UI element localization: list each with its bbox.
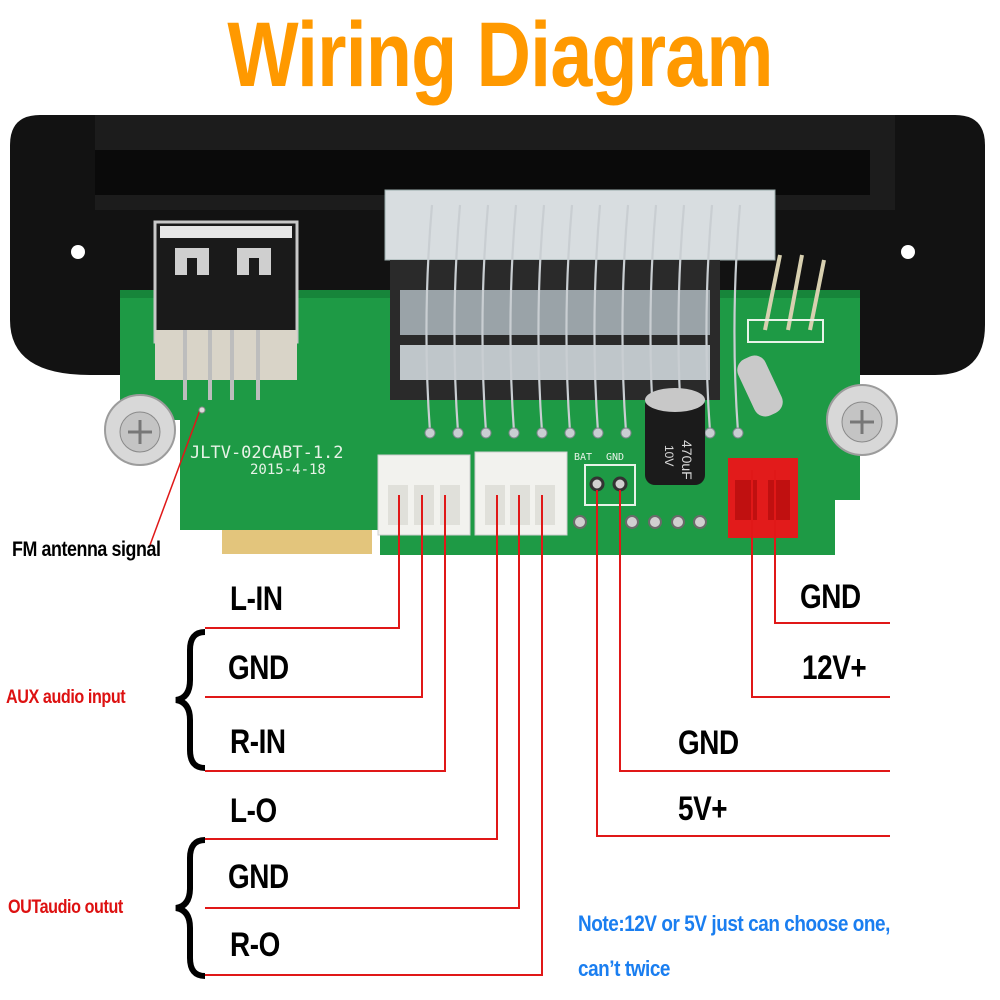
board-model-text: JLTV-02CABT-1.2 <box>190 443 344 463</box>
wire-12v-gnd <box>774 470 890 624</box>
aux-group-label: AUX audio input <box>6 687 126 708</box>
aux-brace <box>175 629 206 771</box>
out-group-label: OUTaudio outut <box>8 897 123 918</box>
diagram-title: Wiring Diagram <box>227 4 773 106</box>
capacitor: 470uF 10V <box>645 388 705 485</box>
wire-r-in <box>205 495 446 772</box>
crystal <box>737 355 783 417</box>
board-date-text: 2015-4-18 <box>250 462 326 478</box>
pin-label-out-gnd: GND <box>228 858 289 896</box>
pin-label-12v-gnd: GND <box>800 578 861 616</box>
wire-r-o <box>205 495 543 976</box>
pin-label-r-o: R-O <box>230 926 280 964</box>
fm-antenna-label: FM antenna signal <box>12 538 161 561</box>
pin-label-l-o: L-O <box>230 792 277 830</box>
wire-l-o <box>205 495 498 840</box>
wires <box>205 470 890 976</box>
power-connector-12v <box>728 458 798 538</box>
screw-left <box>104 394 176 466</box>
note-line-1: Note:12V or 5V just can choose one, <box>578 911 890 936</box>
pad-bat <box>589 476 605 492</box>
wire-aux-gnd <box>205 495 423 698</box>
pin-label-12v: 12V+ <box>802 649 867 687</box>
aux-input-connector <box>377 454 471 536</box>
ir-receiver <box>763 254 826 331</box>
usb-port <box>153 220 299 344</box>
pin-label-aux-gnd: GND <box>228 649 289 687</box>
capacitor-voltage: 10V <box>662 445 676 466</box>
screw-right <box>826 384 898 456</box>
wire-5v <box>596 490 890 837</box>
display-connector <box>384 189 776 261</box>
fm-pointer-line <box>149 409 201 546</box>
wire-12v <box>751 470 890 698</box>
pin-label-5v: 5V+ <box>678 790 728 828</box>
capacitor-value: 470uF <box>679 440 695 480</box>
pin-label-l-in: L-IN <box>230 580 283 618</box>
silk-bat: BAT <box>574 452 592 463</box>
bt-antenna <box>222 528 372 554</box>
out-brace <box>175 837 206 979</box>
wire-5v-gnd <box>619 490 890 772</box>
mount-hole-left <box>71 245 85 259</box>
pad-gnd <box>612 476 628 492</box>
mount-hole-right <box>901 245 915 259</box>
display-leads <box>425 204 742 433</box>
pin-label-5v-gnd: GND <box>678 724 739 762</box>
wire-l-in <box>205 495 400 629</box>
note-line-2: can’t twice <box>578 956 671 981</box>
wire-out-gnd <box>205 495 520 909</box>
silk-gnd: GND <box>606 452 624 463</box>
audio-output-connector <box>474 451 568 536</box>
pin-label-r-in: R-IN <box>230 723 286 761</box>
